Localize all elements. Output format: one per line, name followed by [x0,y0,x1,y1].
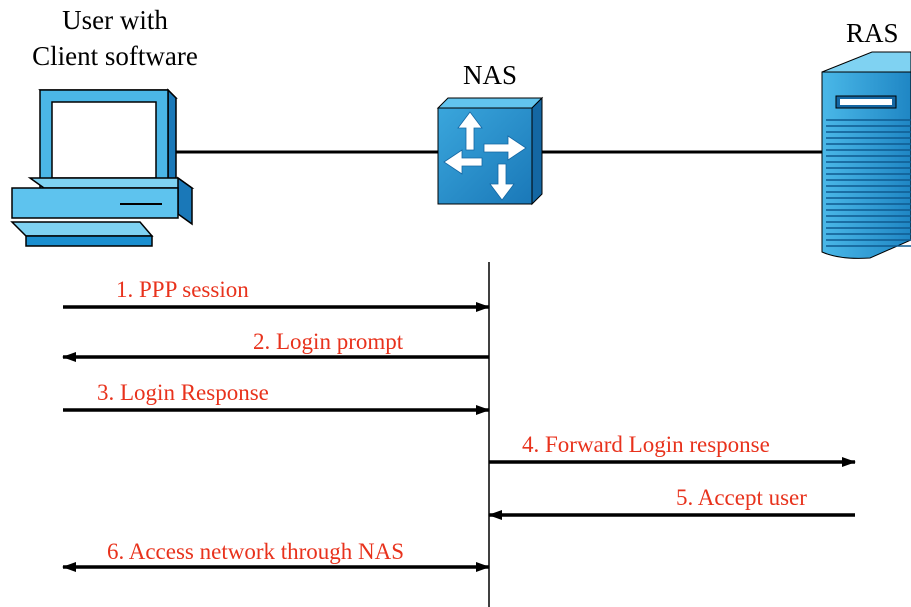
router-icon [436,96,544,206]
client-label-line1: User with [62,5,168,35]
message-6-label: 6. Access network through NAS [107,539,405,564]
message-4-label: 4. Forward Login response [522,432,770,457]
ras-label: RAS [846,18,899,48]
message-3-label: 3. Login Response [97,380,269,405]
message-2-label: 2. Login prompt [253,329,404,354]
client-label-line2: Client software [32,41,198,71]
server-tower-icon [821,51,911,259]
message-5-label: 5. Accept user [676,485,807,510]
desktop-computer-icon [10,88,195,247]
nas-label: NAS [462,60,517,90]
message-1-label: 1. PPP session [116,277,249,302]
